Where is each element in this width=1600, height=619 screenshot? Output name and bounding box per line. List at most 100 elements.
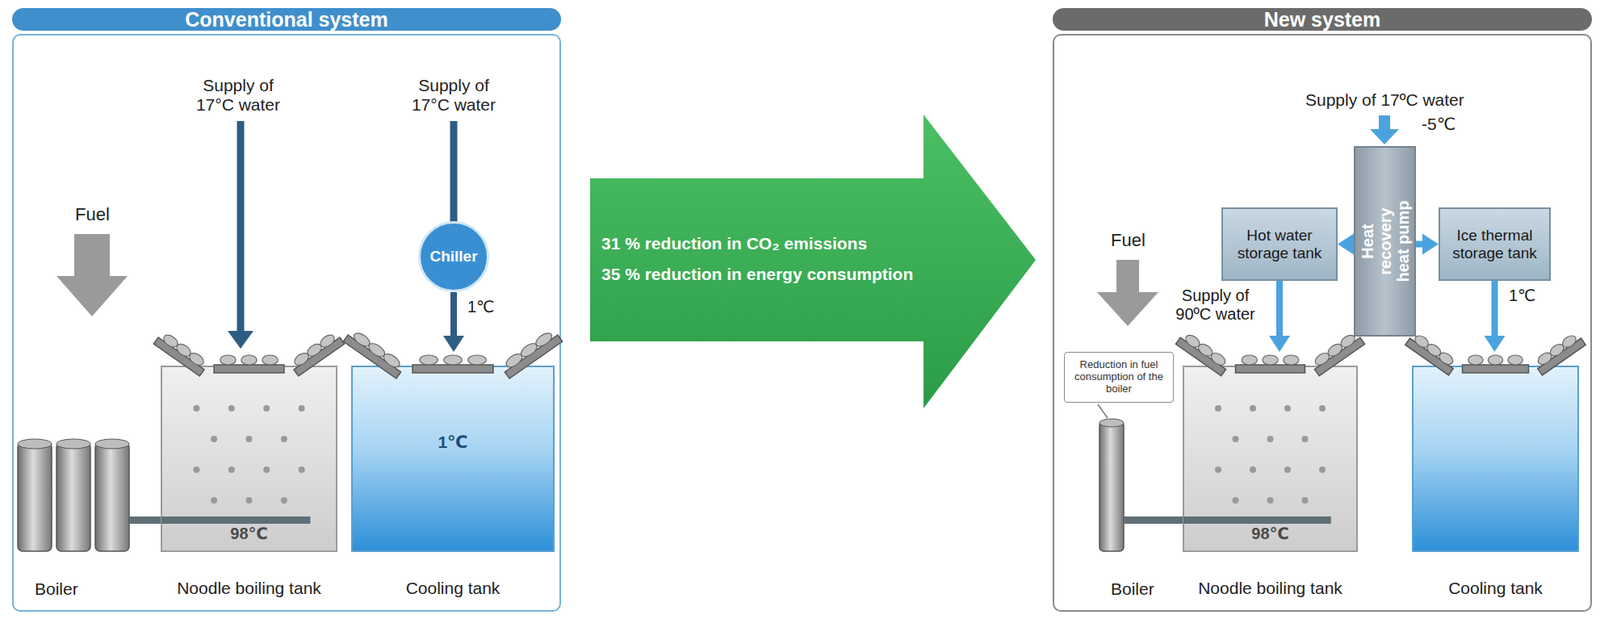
noodle-boiling-tank: 98℃Noodle boiling tank <box>1183 351 1358 552</box>
chiller-circle: Chiller <box>418 221 490 293</box>
label-text: Boiler <box>34 579 79 599</box>
bubble <box>280 497 288 504</box>
node-text: 98℃ <box>161 523 337 544</box>
arrow-head <box>1484 335 1506 352</box>
label-text: Fuel <box>1110 230 1146 251</box>
node-text: New system <box>1052 8 1592 31</box>
node-text: Chiller <box>429 247 478 266</box>
noodle <box>381 351 403 370</box>
noodle-tray <box>153 330 210 377</box>
node-text: Cooling tank <box>406 578 501 599</box>
label-text: Boiler <box>1110 579 1155 599</box>
noodle <box>1507 355 1523 365</box>
noodle <box>1262 355 1278 365</box>
arrow-head <box>443 335 465 352</box>
arrow-shape <box>590 114 1036 409</box>
bubble <box>298 466 306 474</box>
edge-label: Supply of 90ºC water <box>1162 285 1269 325</box>
noodle <box>220 355 237 365</box>
arrow-head <box>1422 234 1439 256</box>
noodle <box>1468 355 1483 365</box>
bubble <box>1302 435 1309 443</box>
flow-arrow <box>1415 234 1439 256</box>
node-text: Reduction in fuel consumption of the boi… <box>1068 359 1169 396</box>
noodle <box>187 350 206 368</box>
noodle <box>241 355 258 365</box>
bubble <box>1267 435 1274 443</box>
heat-pump-box: Heat recovery heat pump <box>1353 146 1416 337</box>
noodle <box>1283 355 1299 365</box>
heating-pipe <box>161 516 310 524</box>
water-supply-line <box>227 121 454 349</box>
cooling-tank: Cooling tank <box>1412 351 1579 552</box>
bubble <box>246 497 253 504</box>
tank-body <box>161 366 337 552</box>
noodle-tray <box>289 330 345 377</box>
left-boiler <box>17 439 164 552</box>
bubble <box>1267 497 1274 504</box>
edge-label: 1℃ <box>1506 285 1539 306</box>
bubble <box>246 435 253 443</box>
tank-illustration <box>1412 351 1579 552</box>
label-text: Fuel <box>75 204 110 225</box>
bubble <box>298 405 306 412</box>
noodle-tray <box>499 327 563 379</box>
tank-illustration <box>351 351 554 552</box>
noodle-tray <box>1175 330 1231 377</box>
bubble <box>263 405 270 412</box>
node-text: Ice thermal storage tank <box>1443 226 1546 262</box>
arrow-line <box>1415 241 1423 248</box>
tank-body <box>351 366 554 552</box>
edge-label: 1℃ <box>464 297 498 318</box>
noodle <box>1560 333 1579 350</box>
noodle-tray <box>1309 330 1365 377</box>
noodle-tray <box>343 327 407 379</box>
heating-pipe <box>1183 516 1332 524</box>
result-arrow: 31 % reduction in CO₂ emissions35 % redu… <box>590 114 1036 409</box>
label-text: Supply of 17ºC water <box>1305 90 1465 110</box>
bubble <box>1214 405 1222 412</box>
bubble <box>1232 435 1240 443</box>
bubble <box>1284 405 1291 412</box>
bubble <box>1302 497 1309 504</box>
tank-illustration <box>161 351 337 552</box>
arrow-head <box>1269 335 1291 352</box>
tray <box>1235 364 1306 373</box>
noodle <box>1241 355 1257 365</box>
tray <box>1462 364 1529 373</box>
label-text: -5℃ <box>1421 114 1456 135</box>
node-text: Hot water storage tank <box>1226 226 1333 262</box>
noodle <box>468 355 487 365</box>
bubble <box>228 466 235 474</box>
fuel-arrow <box>56 234 128 317</box>
arrow-line <box>1276 280 1283 336</box>
bubble <box>210 435 218 443</box>
bubble <box>228 405 235 412</box>
node-text: 35 % reduction in energy consumption <box>601 264 914 285</box>
bubble <box>210 497 218 504</box>
noodle <box>1338 332 1358 350</box>
arrow-line <box>1491 280 1499 336</box>
green-arrow <box>590 114 1036 409</box>
node-text: Noodle boiling tank <box>176 578 322 599</box>
noodle <box>533 330 554 350</box>
system-panel: New systemHot water storage tankHeat rec… <box>1052 33 1592 612</box>
bubble <box>192 405 200 412</box>
arrow-head <box>1337 234 1354 256</box>
arrow-line <box>450 292 457 336</box>
noodle <box>443 355 463 365</box>
bubble <box>263 466 270 474</box>
callout-box: Reduction in fuel consumption of the boi… <box>1063 351 1174 403</box>
tray <box>213 364 285 373</box>
tank-illustration <box>1183 351 1358 552</box>
node-text: Conventional system <box>12 8 562 31</box>
flow-arrow <box>1484 280 1506 352</box>
noodle-tray <box>1532 330 1586 376</box>
bubble <box>192 466 200 474</box>
node-text: 1℃ <box>351 432 554 453</box>
node-text: Noodle boiling tank <box>1197 578 1343 599</box>
bubble <box>1249 405 1257 412</box>
flow-arrow <box>1269 280 1291 352</box>
label-text: Supply of 17°C water <box>181 75 295 115</box>
noodle <box>1436 350 1455 367</box>
